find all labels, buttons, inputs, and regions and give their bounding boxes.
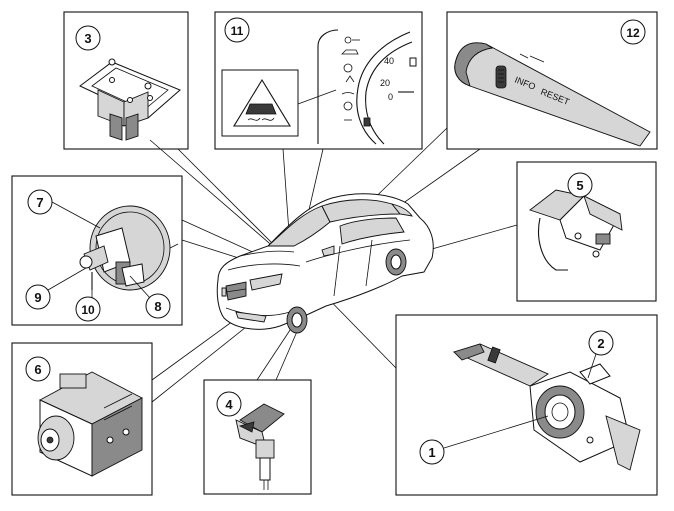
switch-drawing [235,403,285,490]
callout-2-label: 2 [597,336,604,351]
callout-9-label: 9 [34,290,41,305]
thumbwheel-icon [495,65,507,89]
callout-12-label: 12 [626,26,640,40]
panel-1-2-frame [395,314,658,496]
callout-7: 7 [27,189,53,215]
panel-5-frame [516,161,657,302]
gauge-tick-0: 0 [388,92,393,102]
callout-12: 12 [620,19,646,45]
panel-3-frame [63,11,189,150]
callout-4: 4 [216,391,242,417]
instrument-cluster-drawing [221,29,417,145]
callout-1: 1 [419,439,445,465]
panel-4-frame [203,379,312,495]
callout-1-label: 1 [428,445,435,460]
callout-10: 10 [75,296,101,322]
gauge-labels: 40 20 0 [380,56,394,102]
callout-11-label: 11 [231,24,244,38]
callout-3-label: 3 [84,31,91,46]
callout-3: 3 [75,25,101,51]
callout-2: 2 [588,330,614,356]
callout-7-label: 7 [36,195,43,210]
wheel-sensor-drawing [529,189,623,271]
callout-6-label: 6 [34,362,41,377]
abs-module-drawing [37,371,143,477]
callout-8: 8 [145,293,171,319]
callout-5: 5 [567,172,593,198]
steering-module-drawing [452,343,641,471]
panel-11-frame [214,11,423,150]
stalk-drawing [454,42,651,147]
callout-9: 9 [25,284,51,310]
gauge-tick-20: 20 [380,78,390,88]
callout-11: 11 [224,17,250,43]
car-illustration [216,193,434,334]
gauge-tick-40: 40 [384,56,394,66]
module-bracket-drawing [79,58,181,141]
brake-booster-drawing [79,205,179,291]
callout-10-label: 10 [81,303,95,317]
callout-6: 6 [25,356,51,382]
panel-7-frame [11,175,183,326]
callout-5-label: 5 [576,178,583,193]
callout-4-label: 4 [225,397,233,412]
panel-12-frame [446,11,658,150]
panel-6-frame [11,342,153,496]
warning-triangle-icon [233,78,291,127]
callout-8-label: 8 [154,299,161,314]
skid-car-icon [245,103,277,115]
callout-leaders [47,201,597,449]
